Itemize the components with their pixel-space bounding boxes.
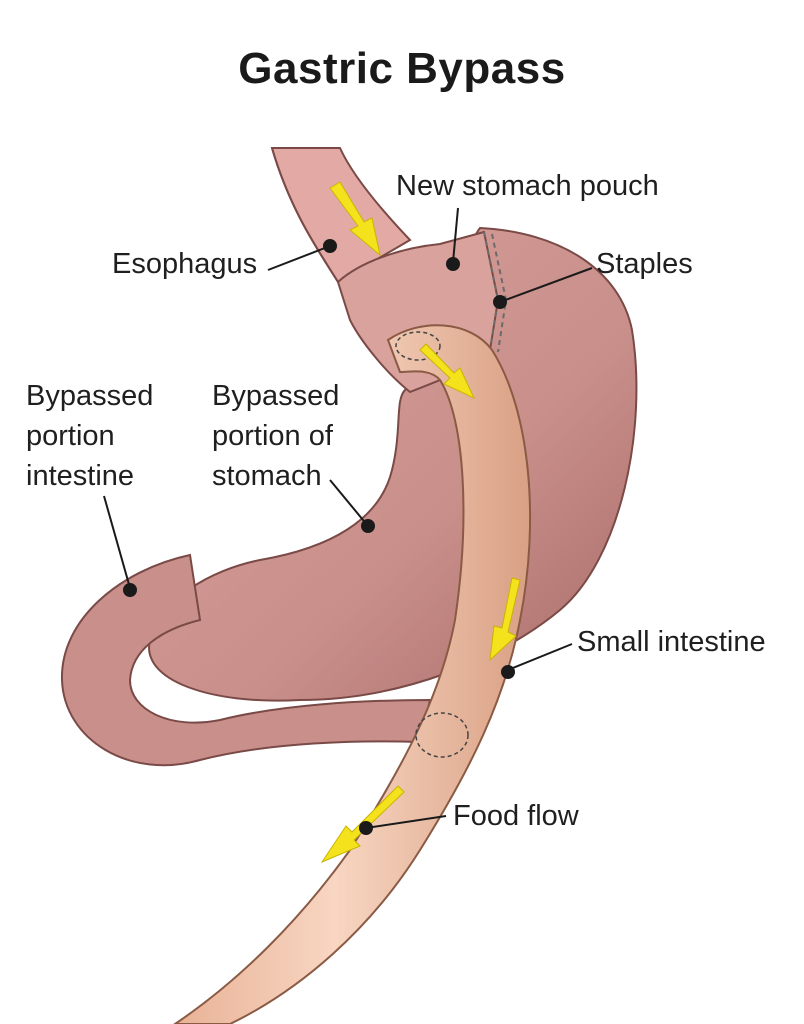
- label-new-stomach-pouch: New stomach pouch: [396, 170, 659, 202]
- diagram-title: Gastric Bypass: [238, 44, 566, 93]
- label-bypassed-stomach-line3: stomach: [212, 460, 322, 492]
- food-arrow-pouch: [419, 343, 476, 400]
- intestine-anastomosis: [415, 712, 469, 758]
- label-bypassed-intestine-line2: portion: [26, 420, 115, 452]
- label-food-flow: Food flow: [453, 800, 579, 832]
- food-arrow-intestine: [489, 577, 521, 662]
- leader-esophagus: [267, 245, 331, 271]
- label-esophagus: Esophagus: [112, 248, 258, 280]
- leader-bypassed-stomach: [329, 479, 369, 527]
- leader-small-intestine: [507, 643, 573, 671]
- small-intestine-shape: [173, 324, 532, 1024]
- leader-staples: [499, 267, 593, 303]
- staple-line: [483, 231, 500, 351]
- bypassed-intestine-shape: [60, 553, 432, 767]
- leader-food-flow: [365, 815, 447, 829]
- label-staples: Staples: [596, 248, 693, 280]
- food-arrow-esophagus: [329, 181, 381, 257]
- label-bypassed-intestine: Bypassed portion intestine: [26, 376, 153, 496]
- leader-new-pouch: [452, 207, 459, 263]
- label-bypassed-stomach: Bypassed portion of stomach: [212, 376, 339, 496]
- label-bypassed-stomach-line1: Bypassed: [212, 380, 340, 412]
- label-bypassed-intestine-line3: intestine: [26, 460, 135, 492]
- leader-bypassed-intestine: [103, 495, 131, 589]
- label-bypassed-stomach-line2: portion of: [212, 420, 333, 452]
- label-bypassed-intestine-line1: Bypassed: [26, 380, 154, 412]
- pouch-anastomosis: [395, 331, 441, 361]
- label-small-intestine: Small intestine: [577, 626, 766, 658]
